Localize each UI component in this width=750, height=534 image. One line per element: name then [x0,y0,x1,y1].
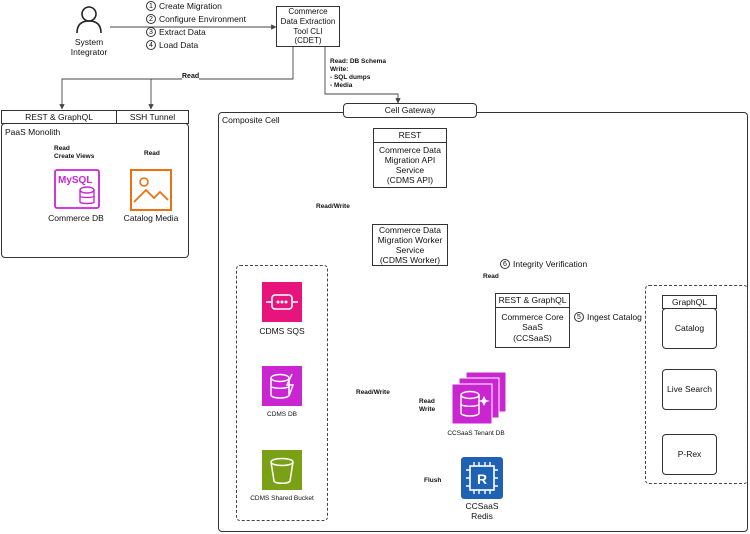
cdms-db-label: CDMS DB [267,411,297,418]
step-number: 5 [574,312,584,322]
bucket-icon [262,450,302,490]
aurora-db-icon [262,366,302,406]
step-4: 4 Load Data [146,40,198,50]
read-worker-label: Read [483,273,499,282]
step-3: 3 Extract Data [146,27,206,37]
redis-icon: R [461,457,503,499]
svg-text:R: R [477,471,487,487]
cell-gateway-box: Cell Gateway [343,103,477,118]
read-write-api-label: Read/Write [316,203,350,212]
mysql-icon: MySQL [54,169,100,209]
read-write-db-label: Read/Write [356,389,390,398]
read-media-label: Read [144,150,160,159]
read-write-tenant-label: Read Write [419,398,436,415]
cdet-write-edge [324,47,401,104]
graphql-group-header: GraphQL [662,295,717,309]
cdms-api-box: Commerce Data Migration API Service (CDM… [373,142,447,188]
actor-label: System Integrator [70,37,108,58]
flush-label: Flush [424,477,442,486]
image-icon [130,169,172,211]
step-1: 1 Create Migration [146,1,222,11]
cdms-sqs-label: CDMS SQS [259,326,305,336]
catalog-service-box: Catalog [662,308,717,349]
cdet-read-edge [59,47,294,110]
aws-resources-group [236,265,328,521]
step-number: 6 [500,259,510,269]
step-label: Load Data [159,40,199,50]
paas-monolith-container [1,123,189,258]
paas-rest-graphql-header: REST & GraphQL [1,110,117,124]
commerce-db-label: Commerce DB [48,213,104,223]
mysql-logo-text: MySQL [58,175,92,186]
step-number: 2 [146,14,156,24]
step-6: 6 Integrity Verification [500,259,587,269]
sqs-icon [262,282,302,322]
read-create-views-label: Read Create Views [54,145,95,161]
ccsaas-header: REST & GraphQL [495,293,570,308]
cdms-bucket-label: CDMS Shared Bucket [250,495,314,502]
step-label: Integrity Verification [513,259,588,269]
tenant-db-label: CCSaaS Tenant DB [447,430,505,437]
tenant-db-icon [450,371,508,426]
redis-label: CCSaaS Redis [465,501,499,522]
read-label: Read [182,73,200,82]
step-label: Create Migration [159,1,222,11]
catalog-media-label: Catalog Media [123,213,179,223]
cdet-write-label: Read: DB Schema Write: - SQL dumps - Med… [330,58,386,90]
step-5: 5 Ingest Catalog [574,312,642,322]
cdet-box: Commerce Data Extraction Tool CLI (CDET) [276,6,340,47]
step-2: 2 Configure Environment [146,14,246,24]
live-search-service-box: Live Search [662,369,717,410]
paas-ssh-tunnel-header: SSH Tunnel [116,110,189,124]
graphql-services-group [645,285,748,484]
cdms-worker-box: Commerce Data Migration Worker Service (… [372,224,448,266]
step-label: Ingest Catalog [587,312,642,322]
p-rex-service-box: P-Rex [662,434,717,475]
step-number: 3 [146,27,156,37]
ccsaas-box: Commerce Core SaaS (CCSaaS) [495,307,570,348]
composite-cell-title: Composite Cell [222,115,280,125]
step-number: 1 [146,1,156,11]
paas-title: PaaS Monolith [5,127,61,137]
user-icon [74,4,104,34]
cdms-api-rest-header: REST [373,128,447,143]
step-label: Configure Environment [159,14,246,24]
step-label: Extract Data [159,27,206,37]
step-number: 4 [146,40,156,50]
